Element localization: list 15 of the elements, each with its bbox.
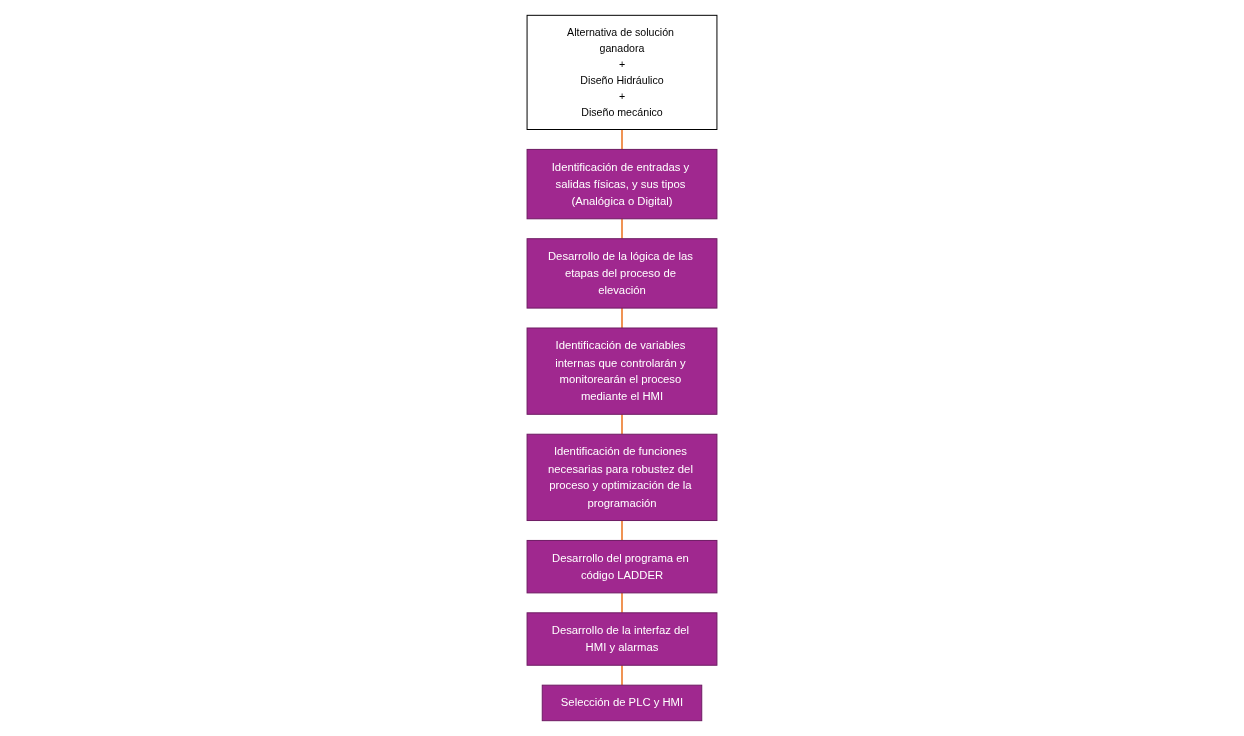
connector <box>621 664 623 686</box>
connector <box>621 128 623 151</box>
node-box: Identificación de entradas y salidas físicas, y sus tipos (Analógica o Digital) <box>526 148 718 220</box>
node-box: Identificación de variables internas que controlarán y monitorearán el proceso mediante el HMI <box>526 327 718 415</box>
node-box: Selección de PLC y HMI <box>541 684 703 722</box>
connector <box>621 217 623 240</box>
connector <box>621 592 623 614</box>
node-box: Desarrollo de la interfaz del HMI y alarmas <box>526 612 718 666</box>
node-box: Desarrollo de la lógica de las etapas del proceso de elevación <box>526 238 718 309</box>
node-box: Identificación de funciones necesarias para robustez del proceso y optimización de la programación <box>526 433 718 522</box>
connector <box>621 307 623 329</box>
node-box: Desarrollo del programa en código LADDER <box>526 539 718 594</box>
node-box: Alternativa de solución ganadora + Diseño Hidráulico + Diseño mecánico <box>526 14 718 130</box>
connector <box>621 413 623 436</box>
connector <box>621 519 623 542</box>
